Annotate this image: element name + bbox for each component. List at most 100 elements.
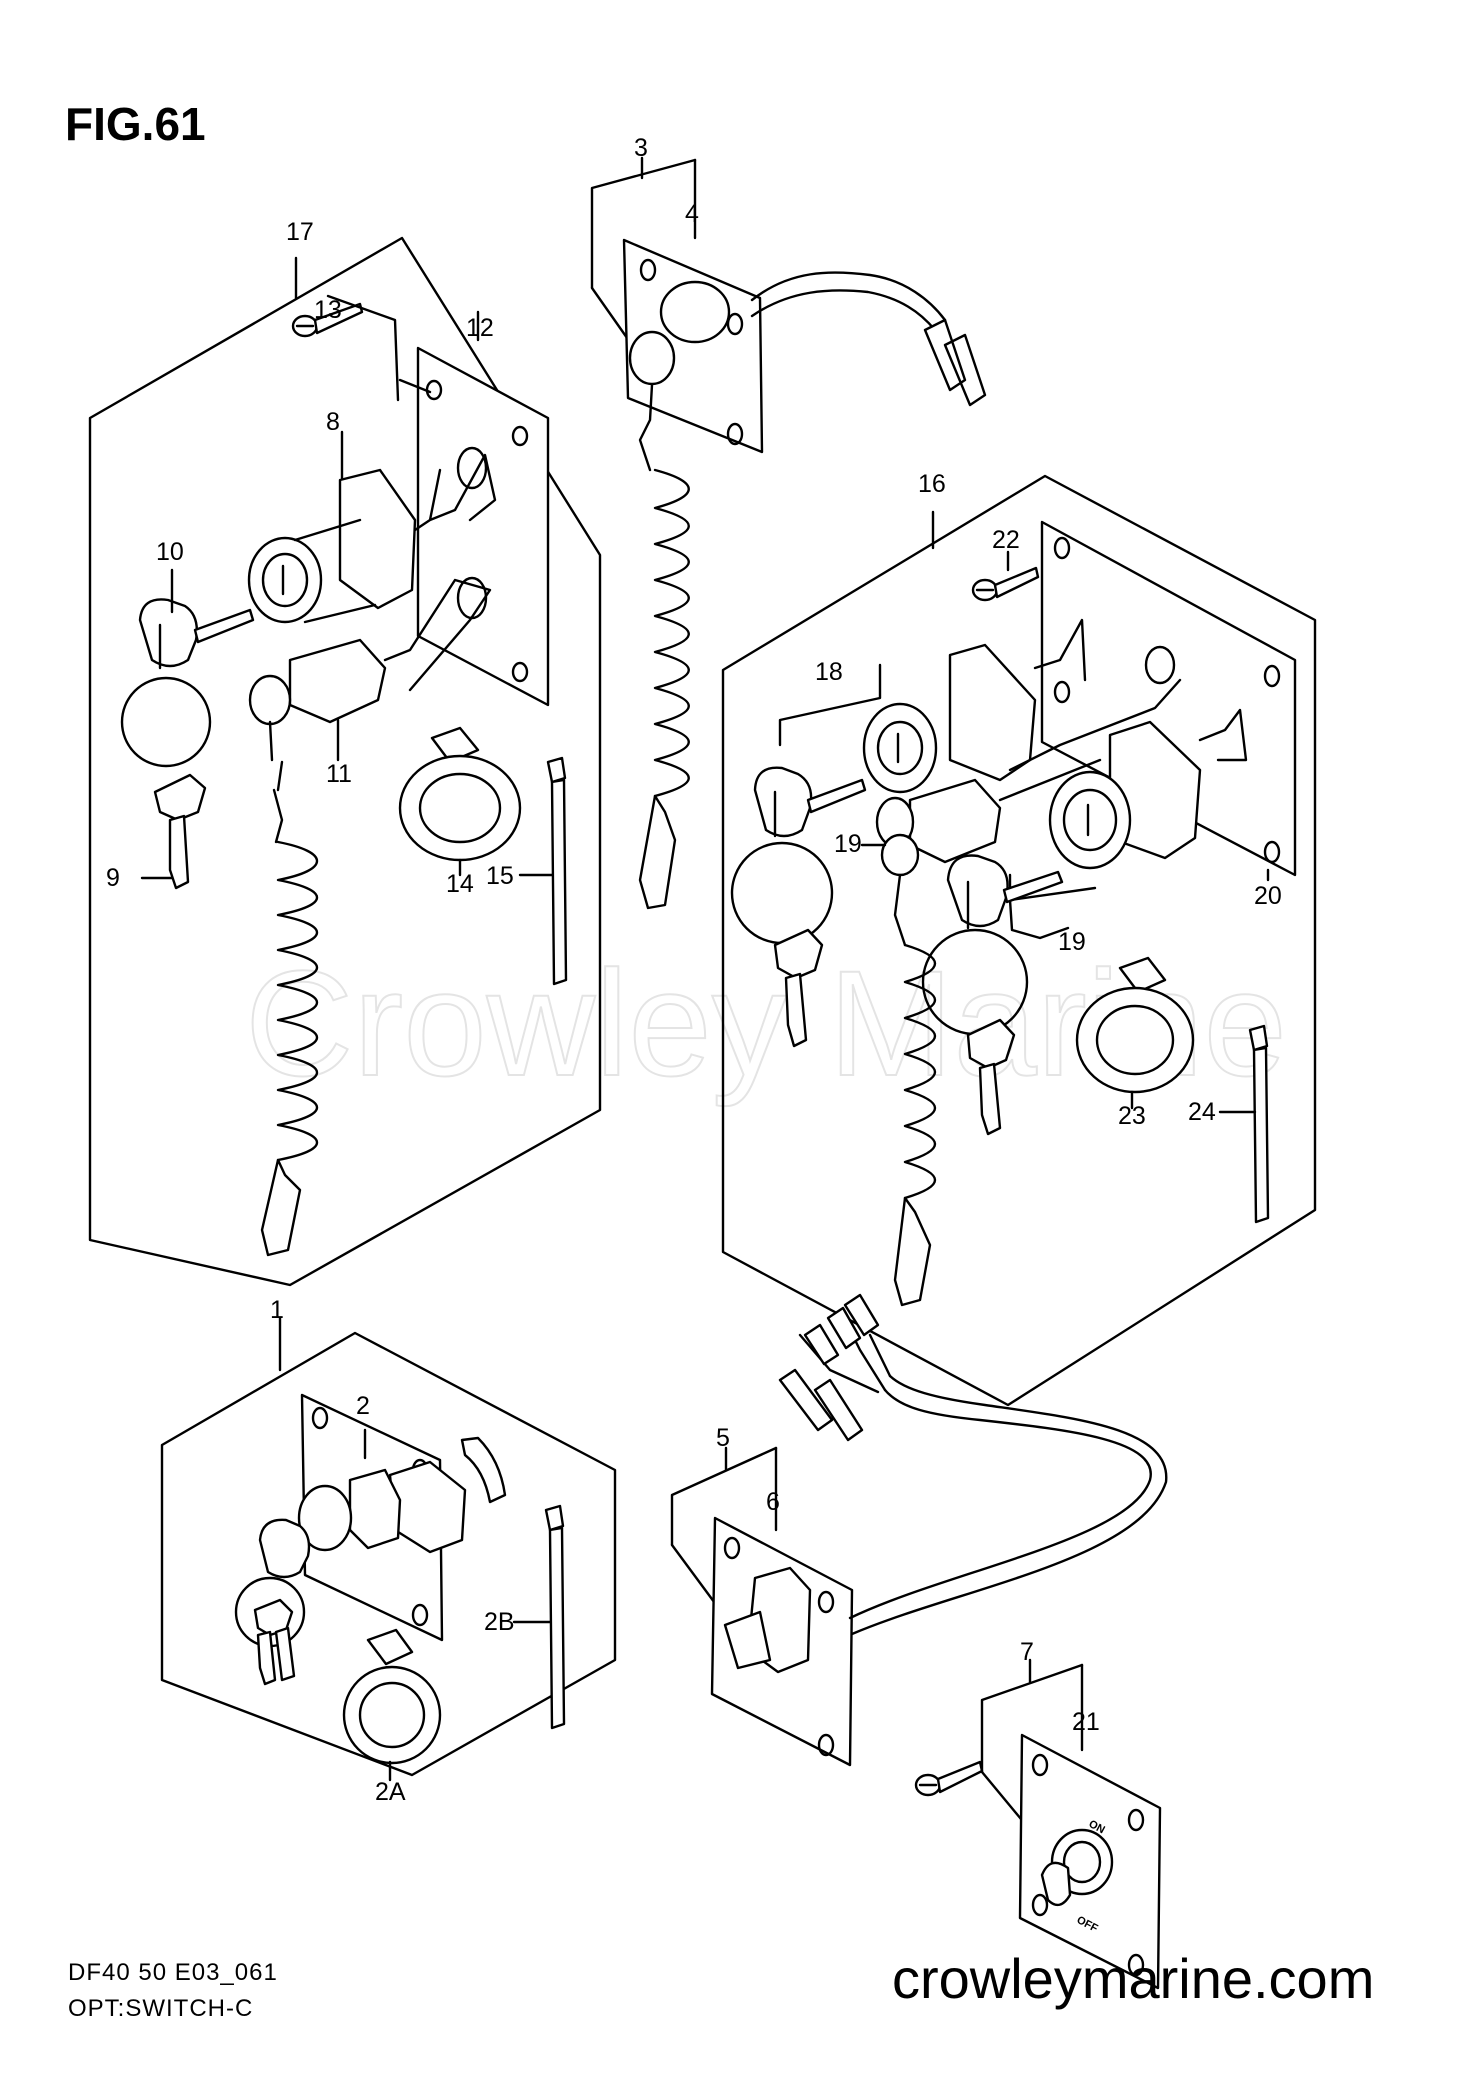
lanyard-clip: [638, 794, 677, 910]
plate-14-hole: [511, 425, 529, 447]
callout-2A: 2A: [375, 1778, 406, 1806]
website-text: crowleymarine.com: [892, 1947, 1374, 2010]
callout-2: 2: [356, 1392, 370, 1420]
leader-15b: [398, 378, 432, 394]
model-code: DF40 50 E03_061: [68, 1959, 278, 1986]
plate-21-hole: [1263, 840, 1281, 864]
kit-9-box: [88, 236, 602, 1287]
coiled-lanyard: [903, 943, 937, 1200]
callout-19-upper: 18: [815, 658, 843, 686]
callout-11: 9: [106, 864, 120, 892]
switch-4-cable: [750, 289, 937, 332]
plate-21-hole: [1053, 680, 1071, 704]
callout-labels: 17 13 12 8 10 9 11 14 15 3 4 16 22 18 19…: [106, 134, 1282, 1806]
rotary-switch-8-knob: [1040, 1861, 1072, 1907]
callout-2B: 2B: [484, 1608, 515, 1636]
kit-5-group: [670, 1293, 1168, 1767]
switch-6-cable: [848, 1388, 1152, 1620]
coiled-lanyard: [276, 840, 319, 1162]
switch-4-body: [659, 280, 731, 344]
plate-6-hole: [817, 1590, 835, 1614]
callout-19-lower: 19: [1058, 928, 1086, 956]
plate-14-hole: [456, 446, 488, 490]
callout-1: 1: [270, 1296, 284, 1324]
screw-15: [291, 302, 364, 338]
coiled-lanyard: [653, 468, 690, 798]
callout-21: 20: [1254, 882, 1282, 910]
rotary-switch-8-ring: [1062, 1840, 1102, 1884]
plate-8-hole: [1031, 1893, 1049, 1917]
callout-22: 22: [992, 526, 1020, 554]
key-set-11-12: [120, 598, 255, 890]
callout-12: 10: [156, 538, 184, 566]
plate-2-hole: [311, 1406, 329, 1430]
plate-21-hole: [1144, 645, 1176, 685]
callout-18: 16: [918, 470, 946, 498]
lanyard-switch-20: [875, 758, 1102, 1307]
plate-6-hole: [817, 1733, 835, 1757]
plate-4-hole: [639, 258, 657, 282]
lanyard-switch-13: [248, 578, 492, 1257]
callout-20: 19: [834, 830, 862, 858]
screw-22: [971, 566, 1040, 602]
plate-21-hole: [1053, 536, 1071, 560]
cable-tie-17: [546, 756, 568, 986]
cable-tie-2B: [544, 1504, 566, 1730]
callout-8: 21: [1072, 1708, 1100, 1736]
callout-17: 15: [486, 862, 514, 890]
key-19-upper: [730, 766, 867, 1048]
leader-19-upper: [778, 663, 882, 747]
plate-21-hole: [1263, 664, 1281, 688]
cap-16: [398, 726, 522, 862]
callout-5: 5: [716, 1424, 730, 1452]
callout-24: 24: [1188, 1098, 1216, 1126]
plate-21: [1040, 520, 1297, 877]
ignition-switch-upper: [862, 618, 1182, 794]
ignition-switch-10: [247, 453, 497, 624]
switch-4-knob: [628, 330, 676, 386]
kit-1-group: [160, 1316, 617, 1782]
cap-2A: [342, 1628, 442, 1765]
kit-5-bracket-lead: [670, 1543, 722, 1612]
callout-9: 17: [286, 218, 314, 246]
kit-7-bracket: [980, 1663, 1084, 1774]
plate-4-hole: [726, 312, 744, 336]
plate-6-hole: [723, 1536, 741, 1560]
plate-4-hole: [726, 422, 744, 446]
kit-7-group: ON OFF: [914, 1658, 1162, 1990]
callout-10: 8: [326, 408, 340, 436]
plate-4: [622, 238, 764, 454]
plate-2-hole: [411, 1603, 429, 1627]
callout-15: 13: [314, 296, 342, 324]
screw-7: [914, 1760, 984, 1797]
callout-14: 12: [466, 314, 494, 342]
leader-19-lower: [1008, 898, 1070, 940]
cable-connectors: [923, 318, 987, 407]
switch-6-cable: [850, 1374, 1168, 1636]
callout-4: 4: [685, 200, 699, 228]
cable-tie-24: [1248, 1024, 1270, 1224]
switch-4-cable: [750, 271, 947, 322]
key-19-lower: [921, 854, 1064, 1136]
cable-connectors-6: [803, 1293, 880, 1366]
kit-3-bracket: [590, 158, 697, 290]
plate-8-hole: [1127, 1808, 1145, 1832]
kit-18-box: [721, 474, 1317, 1407]
figure-title: FIG.61: [65, 98, 206, 150]
callout-23: 23: [1118, 1102, 1146, 1130]
lanyard-neck: [638, 383, 654, 472]
section-name: OPT:SWITCH-C: [68, 1995, 253, 2022]
kit-5-bracket: [670, 1446, 778, 1547]
callout-7: 7: [1020, 1638, 1034, 1666]
key-switch-2: [234, 1436, 507, 1686]
kit-9-group: [88, 236, 602, 1287]
plate-14: [416, 346, 550, 707]
callout-16: 14: [446, 870, 474, 898]
kit-3-group: [590, 156, 987, 910]
cap-23: [1075, 956, 1195, 1094]
callout-3: 3: [634, 134, 648, 162]
kit-18-group: [721, 474, 1317, 1407]
toggle-switch-6-lever: [723, 1610, 772, 1670]
